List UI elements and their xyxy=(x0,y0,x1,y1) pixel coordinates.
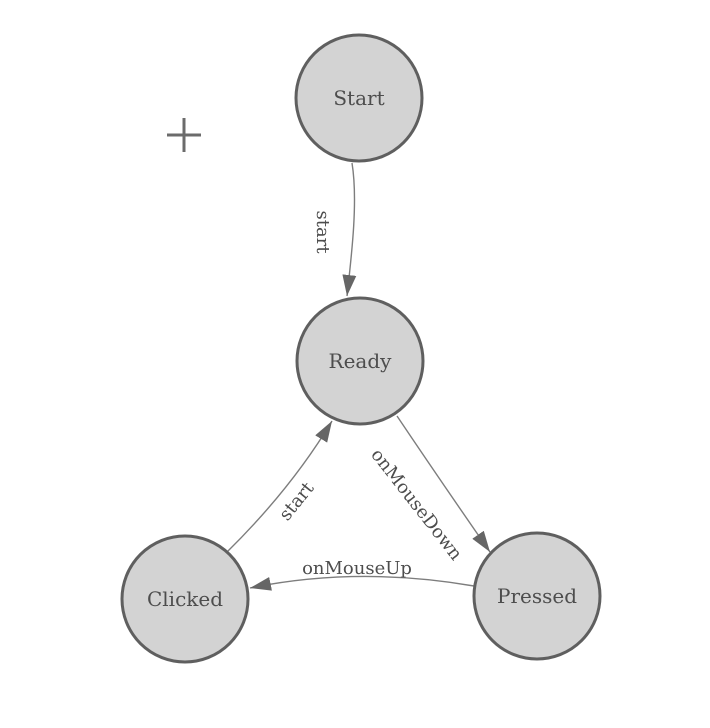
edge-ready-to-pressed-line[interactable] xyxy=(396,415,491,553)
state-node-clicked-label: Clicked xyxy=(147,587,223,611)
edge-clicked-to-ready: start xyxy=(226,420,333,553)
state-node-start[interactable]: Start xyxy=(294,33,424,163)
state-node-start-label: Start xyxy=(333,86,384,110)
state-node-start-circle[interactable] xyxy=(294,33,424,163)
state-node-clicked[interactable]: Clicked xyxy=(120,534,250,664)
state-node-clicked-circle[interactable] xyxy=(120,534,250,664)
edge-ready-to-pressed: onMouseDown xyxy=(366,415,491,565)
state-node-ready-circle[interactable] xyxy=(295,296,425,426)
edge-label-onmousedown: onMouseDown xyxy=(366,445,466,565)
edge-label-onmouseup: onMouseUp xyxy=(302,558,412,579)
state-node-pressed[interactable]: Pressed xyxy=(472,531,602,661)
edge-pressed-to-clicked: onMouseUp xyxy=(249,558,475,591)
crosshair-icon xyxy=(167,118,201,152)
edge-clicked-to-ready-line[interactable] xyxy=(226,420,333,553)
edge-pressed-to-clicked-line[interactable] xyxy=(249,575,475,591)
edge-label-start-bottom: start xyxy=(275,478,319,525)
state-node-pressed-label: Pressed xyxy=(497,584,577,608)
state-node-pressed-circle[interactable] xyxy=(472,531,602,661)
edge-start-to-ready-line[interactable] xyxy=(342,162,357,297)
state-node-ready[interactable]: Ready xyxy=(295,296,425,426)
state-node-ready-label: Ready xyxy=(329,349,393,373)
edge-label-start-top: start xyxy=(312,210,333,254)
edge-start-to-ready: start xyxy=(312,162,357,297)
